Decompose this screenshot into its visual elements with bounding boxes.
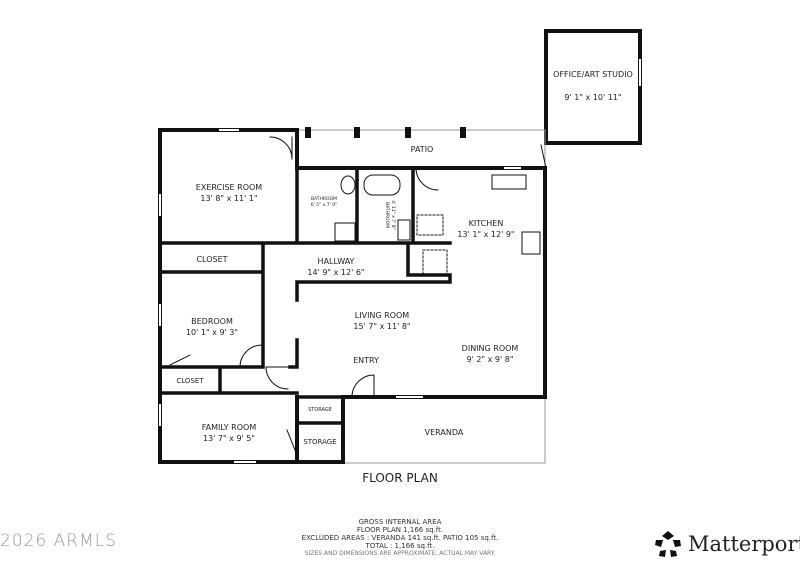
bedroom-size: 10' 1" x 9' 3": [186, 328, 238, 337]
bath2-size: 4' 11" x 7' 8": [390, 200, 396, 229]
living-name: LIVING ROOM: [355, 311, 410, 320]
plan-title: FLOOR PLAN: [362, 471, 438, 485]
interior-walls: [158, 166, 452, 464]
hallway-size: 14' 9" x 12' 6": [307, 268, 364, 277]
kitchen-name: KITCHEN: [469, 219, 504, 228]
living-size: 15' 7" x 11' 8": [353, 322, 410, 331]
entry-name: ENTRY: [353, 356, 379, 365]
area-total: TOTAL : 1,166 sq.ft.: [365, 542, 435, 550]
closet1-name: CLOSET: [196, 255, 227, 264]
bath1-name: BATHROOM: [311, 196, 337, 202]
area-excluded: EXCLUDED AREAS : VERANDA 141 sq.ft. PATI…: [301, 534, 499, 542]
matterport-wordmark: Matterport®: [688, 532, 800, 556]
office-walls: [544, 29, 642, 145]
exercise-size: 13' 8" x 11' 1": [200, 194, 257, 203]
dining-size: 9' 2" x 9' 8": [466, 355, 513, 364]
area-summary: GROSS INTERNAL AREA FLOOR PLAN 1,166 sq.…: [0, 518, 800, 557]
exterior-walls: [158, 128, 547, 464]
matterport-logo-icon: [655, 531, 681, 557]
bath2-name: BATHROOM: [384, 202, 390, 228]
storage2-name: STORAGE: [303, 438, 336, 446]
hallway-name: HALLWAY: [318, 257, 355, 266]
patio-name: PATIO: [411, 145, 434, 154]
family-size: 13' 7" x 9' 5": [203, 434, 255, 443]
storage1-name: STORAGE: [308, 407, 332, 413]
exercise-name: EXERCISE ROOM: [196, 183, 263, 192]
matterport-brand: Matterport®: [654, 530, 800, 558]
bedroom-name: BEDROOM: [191, 317, 233, 326]
bath1-size: 6' 5" x 7' 0": [311, 202, 337, 208]
dining-name: DINING ROOM: [462, 344, 519, 353]
area-heading: GROSS INTERNAL AREA: [358, 518, 442, 526]
veranda-name: VERANDA: [425, 428, 464, 437]
office-name: OFFICE/ART STUDIO: [553, 70, 633, 79]
area-note: SIZES AND DIMENSIONS ARE APPROXIMATE, AC…: [304, 550, 496, 557]
kitchen-size: 13' 1" x 12' 9": [457, 230, 514, 239]
family-name: FAMILY ROOM: [202, 423, 257, 432]
office-size: 9' 1" x 10' 11": [564, 93, 621, 102]
watermark: 2026 ARMLS: [0, 531, 118, 551]
area-floor-plan: FLOOR PLAN 1,166 sq.ft.: [356, 526, 444, 534]
closet2-name: CLOSET: [176, 377, 204, 385]
